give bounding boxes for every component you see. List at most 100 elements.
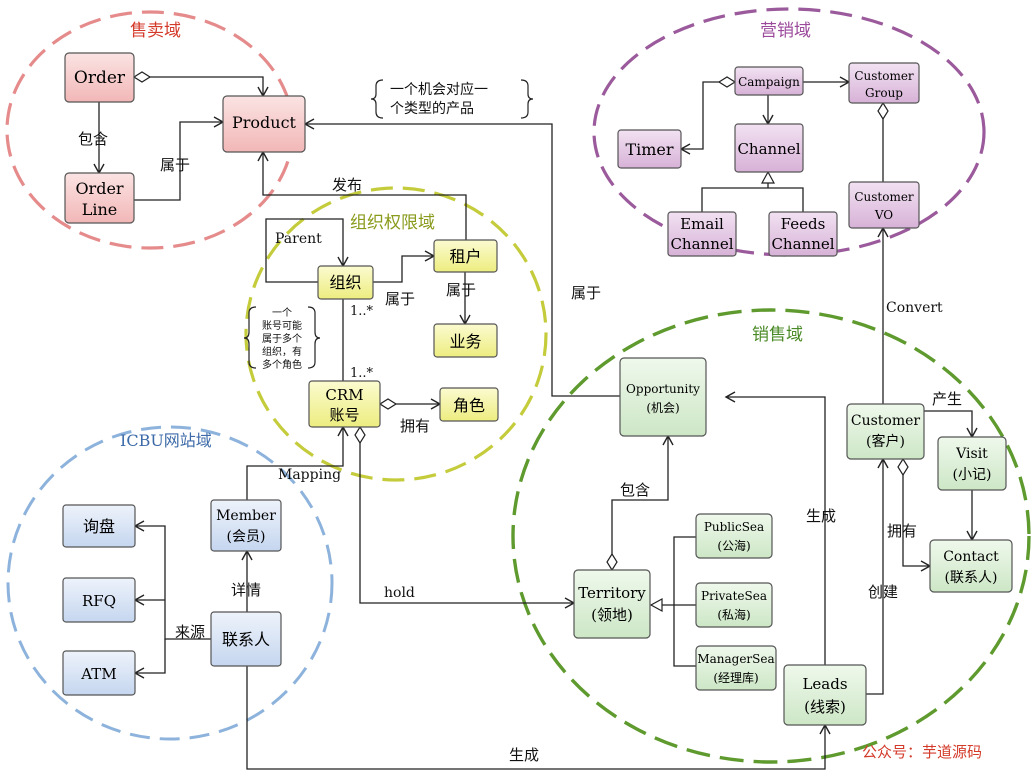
- node-public-sea[interactable]: PublicSea (公海): [695, 513, 773, 559]
- label-note-account-4: 组织，有: [262, 345, 302, 358]
- product-label: Product: [232, 113, 297, 132]
- node-visit[interactable]: Visit (小记): [937, 436, 1007, 491]
- node-customer-group[interactable]: Customer Group: [848, 62, 920, 104]
- crm-zone-title: 销售域: [752, 325, 803, 345]
- node-email-channel[interactable]: Email Channel: [667, 211, 737, 257]
- org-zone-title: 组织权限域: [350, 213, 435, 233]
- edge-liaison-leads: [246, 666, 831, 770]
- inquiry-label: 询盘: [83, 517, 115, 536]
- edge-public-territory: [673, 536, 696, 605]
- node-crm-account[interactable]: CRM 账号: [308, 380, 381, 428]
- edge-territory-opportunity: [612, 436, 668, 570]
- edge-customer-contact: [903, 459, 930, 566]
- business-label: 业务: [449, 332, 481, 351]
- channel-label: Channel: [737, 140, 800, 158]
- label-belongs-orderline: 属于: [160, 156, 190, 174]
- node-member[interactable]: Member (会员): [210, 499, 282, 552]
- node-role[interactable]: 角色: [439, 387, 499, 422]
- node-order-line[interactable]: Order Line: [64, 172, 135, 224]
- label-hold: hold: [384, 585, 415, 601]
- node-tenant[interactable]: 租户: [433, 239, 498, 273]
- edge-email-channel: [701, 187, 768, 212]
- edge-member-crm: [246, 425, 349, 500]
- customer-label-2: (客户): [866, 433, 905, 450]
- node-inquiry[interactable]: 询盘: [62, 504, 136, 548]
- label-publish: 发布: [332, 176, 362, 194]
- node-order[interactable]: Order: [64, 52, 135, 103]
- label-source: 来源: [175, 623, 205, 641]
- edge-manager-territory: [673, 605, 696, 667]
- label-produce: 产生: [932, 390, 962, 408]
- node-liaison[interactable]: 联系人: [210, 611, 282, 667]
- node-manager-sea[interactable]: ManagerSea (经理库): [695, 645, 777, 691]
- visit-label-2: (小记): [953, 467, 992, 483]
- edge-liaison-atm: [133, 639, 166, 679]
- edge-campaign-timer: [681, 82, 735, 149]
- label-note-account-5: 多个角色: [262, 358, 302, 371]
- manager-sea-label-2: (经理库): [713, 670, 758, 685]
- node-atm[interactable]: ATM: [62, 650, 136, 696]
- node-contact[interactable]: Contact (联系人): [929, 539, 1013, 593]
- node-campaign[interactable]: Campaign: [734, 66, 804, 96]
- edge-org-parent: [265, 218, 349, 283]
- sales-zone-title: 售卖域: [130, 21, 181, 41]
- label-belongs-opportunity: 属于: [571, 284, 601, 302]
- node-opportunity[interactable]: Opportunity (机会): [619, 357, 707, 437]
- edge-leads-customer: [866, 457, 889, 695]
- member-label-1: Member: [216, 508, 276, 524]
- account-note-brace-right: [307, 306, 321, 369]
- contact-label-1: Contact: [943, 549, 999, 565]
- label-belongs-tenant-business: 属于: [446, 281, 476, 299]
- feeds-channel-label-1: Feeds: [781, 215, 826, 233]
- icbu-zone-ellipse: [6, 425, 334, 741]
- node-timer[interactable]: Timer: [617, 129, 682, 169]
- customer-label-1: Customer: [851, 413, 921, 429]
- node-customer[interactable]: Customer (客户): [846, 403, 925, 460]
- node-org[interactable]: 组织: [317, 265, 374, 300]
- watermark-text: 公众号：芋道源码: [862, 743, 982, 761]
- label-contains-territory: 包含: [620, 481, 650, 499]
- label-own-role: 拥有: [400, 417, 430, 435]
- node-feeds-channel[interactable]: Feeds Channel: [768, 211, 838, 257]
- campaign-label: Campaign: [738, 75, 800, 89]
- leads-label-2: (线索): [804, 698, 846, 716]
- node-territory[interactable]: Territory (领地): [573, 569, 651, 639]
- marketing-zone-ellipse: [592, 7, 986, 257]
- label-note-account-2: 账号可能: [262, 319, 302, 332]
- label-create: 创建: [868, 583, 898, 601]
- label-detail: 详情: [231, 581, 261, 599]
- edge-org-tenant: [373, 250, 436, 283]
- node-business[interactable]: 业务: [433, 323, 498, 358]
- edge-tenant-product: [257, 150, 467, 240]
- label-mult-org: 1..*: [350, 304, 374, 319]
- label-parent: Parent: [275, 231, 322, 247]
- node-private-sea[interactable]: PrivateSea (私海): [695, 582, 773, 628]
- label-note-account-3: 属于多个: [262, 332, 302, 345]
- opportunity-note-brace: [370, 79, 384, 119]
- org-label: 组织: [329, 273, 361, 292]
- email-channel-label-1: Email: [680, 215, 724, 233]
- edge-liaison-inquiry: [133, 520, 211, 640]
- node-rfq[interactable]: RFQ: [62, 577, 136, 623]
- leads-label-1: Leads: [802, 675, 847, 693]
- public-sea-label-1: PublicSea: [704, 520, 764, 534]
- email-channel-label-2: Channel: [670, 235, 733, 253]
- label-belongs-org-tenant: 属于: [385, 290, 415, 308]
- edge-crm-territory: [360, 427, 574, 603]
- node-customer-vo[interactable]: Customer VO: [848, 181, 920, 229]
- node-channel[interactable]: Channel: [734, 123, 804, 173]
- node-leads[interactable]: Leads (线索): [783, 664, 867, 726]
- zone-ellipses: [5, 7, 1031, 764]
- crm-account-label-1: CRM: [325, 386, 363, 404]
- edge-opportunity-product: [303, 118, 620, 397]
- rfq-label: RFQ: [82, 592, 116, 610]
- opportunity-label-1: Opportunity: [626, 382, 700, 396]
- customer-vo-label-1: Customer: [854, 190, 914, 204]
- order-label: Order: [74, 68, 126, 88]
- edge-labels: 包含 属于 一个机会对应一 个类型的产品 发布 Parent 属于 属于 1..…: [78, 81, 962, 764]
- customer-group-label-2: Group: [865, 86, 903, 100]
- edge-orderline-product: [134, 116, 225, 201]
- node-product[interactable]: Product: [222, 95, 306, 153]
